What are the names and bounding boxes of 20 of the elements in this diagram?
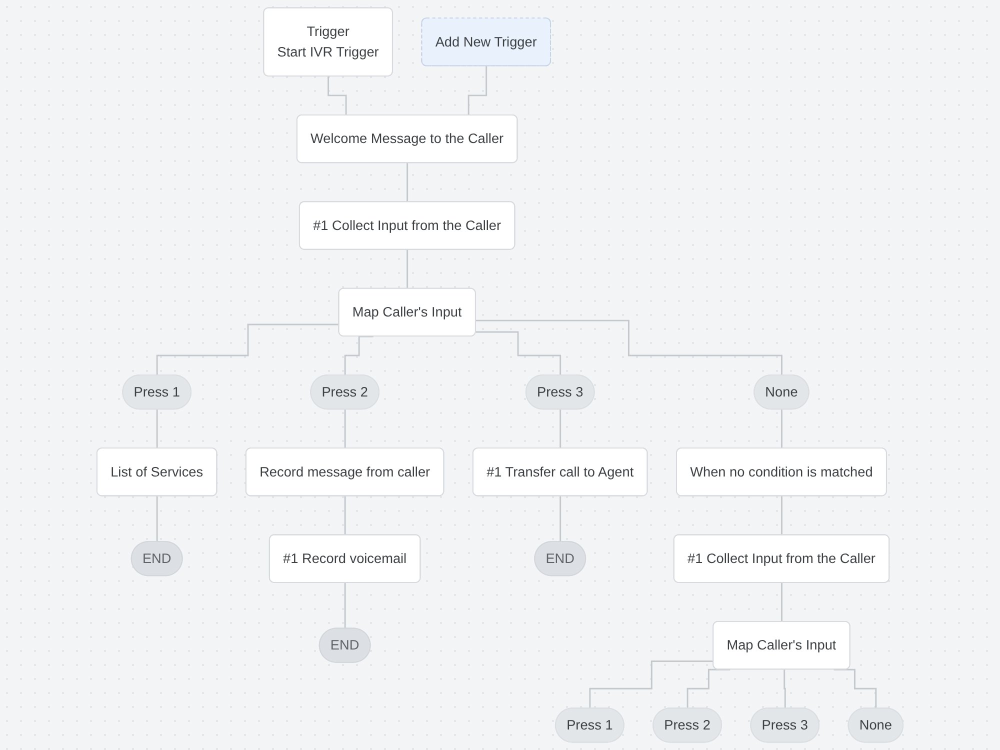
connector [406, 249, 408, 290]
connector [156, 496, 158, 543]
connector [781, 496, 783, 536]
connector [686, 668, 730, 710]
connector [783, 668, 786, 710]
connector [589, 660, 714, 710]
connector [344, 582, 346, 630]
connector [560, 408, 562, 450]
connector [560, 496, 562, 543]
connector [156, 324, 340, 376]
connector [476, 331, 562, 376]
connector [344, 496, 346, 536]
connector [156, 408, 158, 450]
connector [406, 162, 408, 203]
connector [781, 582, 783, 623]
connector [781, 408, 783, 450]
connector [344, 336, 374, 376]
connector [834, 668, 877, 710]
connector [344, 408, 346, 450]
connector [476, 320, 783, 376]
